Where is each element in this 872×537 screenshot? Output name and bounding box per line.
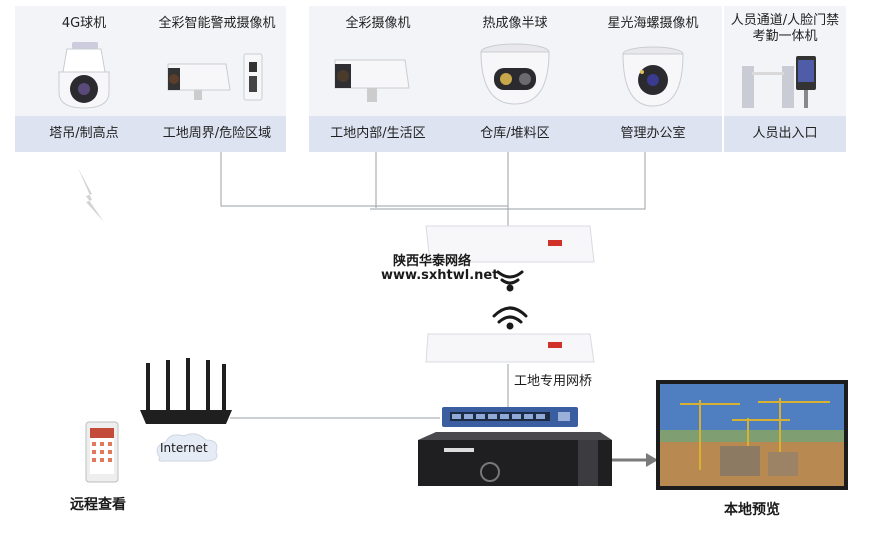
card-title: 全彩智能警戒摄像机 [158,16,276,31]
bullet-camera-icon [167,53,263,101]
watermark-url[interactable]: www.sxhtwl.net [381,268,499,283]
card-title: 热成像半球 [482,16,548,31]
card-thermal-dome: 热成像半球 仓库/堆料区 [446,6,584,152]
poe-switch-icon [442,407,578,427]
bridge-device-bottom [425,333,595,363]
card-face-access-terminal: 人员通道/人脸门禁 考勤一体机 人员出入口 [724,6,846,152]
link-perimeter-camera [220,152,508,207]
card-location: 仓库/堆料区 [446,116,584,152]
bullet-camera-icon [334,59,410,102]
bridge-device-top [425,225,595,263]
watermark-company: 陕西华泰网络 [393,254,472,269]
monitor-icon [656,380,848,490]
nvr-icon [418,432,612,486]
card-location: 工地内部/生活区 [309,116,447,152]
router-icon [140,358,232,424]
link-turret-camera [370,152,646,210]
arrow-icon [646,453,658,467]
wireless-signal-icon [78,168,104,222]
bridge-label: 工地专用网桥 [514,374,593,389]
card-location: 管理办公室 [584,116,722,152]
wifi-down-icon [496,270,524,292]
card-location: 塔吊/制高点 [15,116,153,152]
card-title: 4G球机 [61,16,107,31]
turret-camera-icon [622,46,684,107]
card-title: 全彩摄像机 [345,16,411,31]
card-starlight-turret: 星光海螺摄像机 管理办公室 [584,6,722,152]
card-location: 工地周界/危险区域 [148,116,286,152]
card-full-color-camera: 全彩摄像机 工地内部/生活区 [309,6,447,152]
thermal-dome-icon [480,43,550,105]
card-title: 星光海螺摄像机 [607,16,699,31]
card-4g-ptz: 4G球机 塔吊/制高点 [15,6,153,152]
ptz-camera-icon [58,42,110,109]
internet-label: Internet [160,441,208,455]
cloud-icon [156,433,218,462]
card-location: 人员出入口 [724,116,846,152]
card-title: 人员通道/人脸门禁 考勤一体机 [730,13,840,44]
smartphone-icon [85,421,119,483]
turnstile-icon [742,56,816,108]
card-smart-alert-camera: 全彩智能警戒摄像机 工地周界/危险区域 [148,6,286,152]
remote-view-label: 远程查看 [70,497,126,513]
local-preview-label: 本地预览 [724,502,780,518]
wifi-up-icon [492,306,528,330]
